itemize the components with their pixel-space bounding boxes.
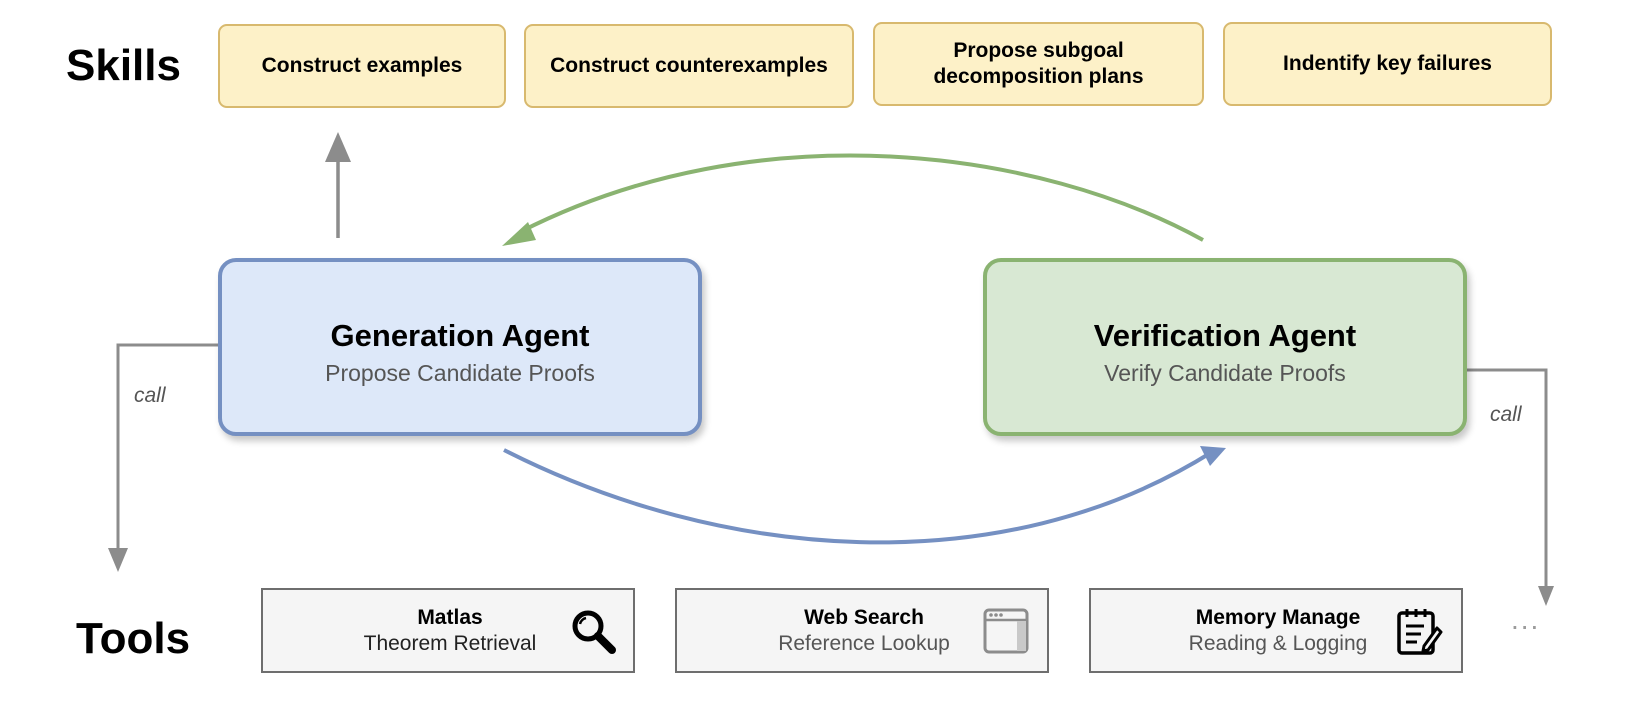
skills-section-label: Skills [66,41,181,90]
tool-name: Memory Manage [1195,606,1361,629]
skill-label: Propose subgoal decomposition plans [933,38,1144,88]
tool-text: Matlas Theorem Retrieval [263,605,637,656]
tool-subtitle: Reference Lookup [778,631,950,655]
browser-window-icon [983,608,1029,659]
tool-name: Web Search [804,606,924,629]
tools-section-label: Tools [76,614,191,663]
verification-agent-subtitle: Verify Candidate Proofs [1104,359,1346,386]
tool-subtitle: Reading & Logging [1188,631,1368,655]
tool-text: Web Search Reference Lookup [677,605,1051,656]
skill-identify-key-failures: Indentify key failures [1223,22,1552,106]
tool-name: Matlas [417,606,483,629]
right-call-label: call [1490,403,1522,426]
generation-agent-title: Generation Agent [330,317,590,353]
skill-label: Construct counterexamples [550,53,828,77]
tool-memory-manage: Memory Manage Reading & Logging [1089,588,1463,673]
magnifier-icon [568,607,618,662]
verification-agent-title: Verification Agent [1093,317,1357,353]
tool-matlas: Matlas Theorem Retrieval [261,588,635,673]
skill-construct-counterexamples: Construct counterexamples [524,24,854,108]
left-call-connector [108,343,218,572]
submit-arc-arrow [503,446,1226,545]
verification-agent-box: Verification Agent Verify Candidate Proo… [983,258,1467,436]
more-tools-ellipsis: ... [1511,604,1541,635]
tool-text: Memory Manage Reading & Logging [1091,605,1465,656]
skill-label: Indentify key failures [1283,51,1492,75]
right-call-connector [1464,368,1554,606]
tool-web-search: Web Search Reference Lookup [675,588,1049,673]
notepad-pencil-icon [1395,606,1443,661]
skill-label: Construct examples [261,53,463,77]
skills-up-arrow [325,132,351,238]
generation-agent-subtitle: Propose Candidate Proofs [325,359,595,386]
generation-agent-box: Generation Agent Propose Candidate Proof… [218,258,702,436]
skill-propose-subgoal-plans: Propose subgoal decomposition plans [873,22,1204,106]
tool-subtitle: Theorem Retrieval [363,631,537,655]
skill-construct-examples: Construct examples [218,24,506,108]
left-call-label: call [134,384,166,407]
feedback-arc-arrow [502,153,1204,246]
